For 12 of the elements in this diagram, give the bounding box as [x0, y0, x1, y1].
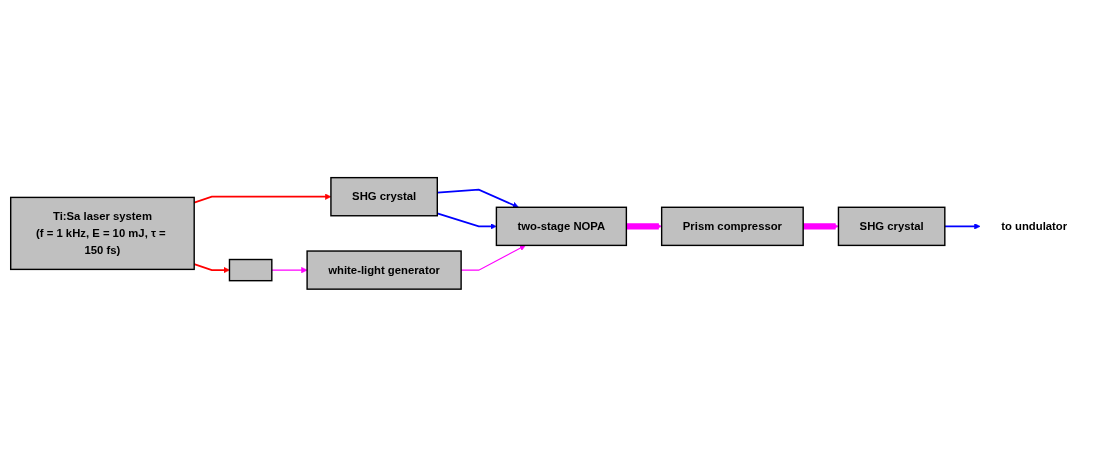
node-box: SHG crystal	[837, 206, 946, 247]
arrow	[436, 212, 497, 230]
node-box: two-stage NOPA	[495, 206, 628, 247]
node-box: SHG crystal	[330, 177, 438, 217]
arrow	[271, 267, 308, 274]
arrow	[626, 223, 662, 230]
node-box: Prism compressor	[660, 206, 804, 247]
arrow	[803, 223, 839, 230]
node-box: white-light generator	[306, 250, 462, 290]
node-box: Ti:Sa laser system (f = 1 kHz, E = 10 mJ, τ = 150 fs)	[10, 196, 195, 271]
node-text: to undulator	[1001, 220, 1068, 233]
node-box	[228, 258, 273, 282]
